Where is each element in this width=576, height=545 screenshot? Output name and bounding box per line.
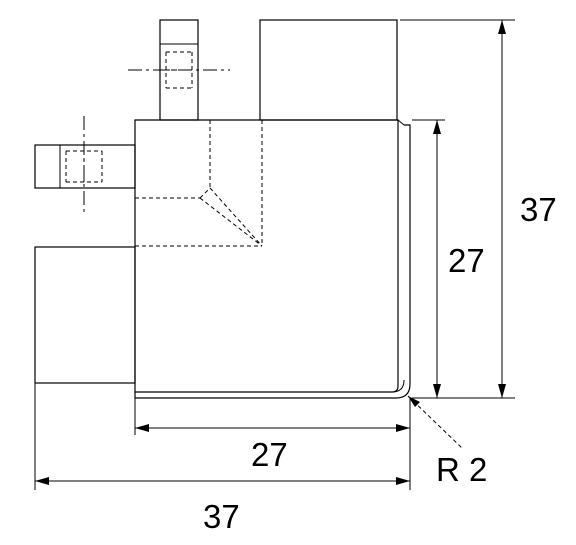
radius-leader — [407, 395, 463, 449]
left-connector — [34, 116, 136, 216]
main-body — [134, 119, 411, 399]
dimension-overall-height — [400, 19, 515, 399]
hidden-lines — [135, 120, 263, 247]
body-height-label: 27 — [448, 242, 485, 279]
dimension-body-height — [412, 119, 445, 398]
left-block — [34, 246, 136, 384]
dimension-body-width — [134, 398, 411, 490]
top-connector — [128, 19, 230, 121]
dimension-overall-width — [34, 383, 410, 490]
overall-width-label: 37 — [203, 498, 240, 535]
overall-height-label: 37 — [520, 191, 557, 228]
body-width-label: 27 — [251, 436, 288, 473]
corner-radius-label: R 2 — [436, 451, 487, 488]
top-cap — [259, 19, 398, 121]
